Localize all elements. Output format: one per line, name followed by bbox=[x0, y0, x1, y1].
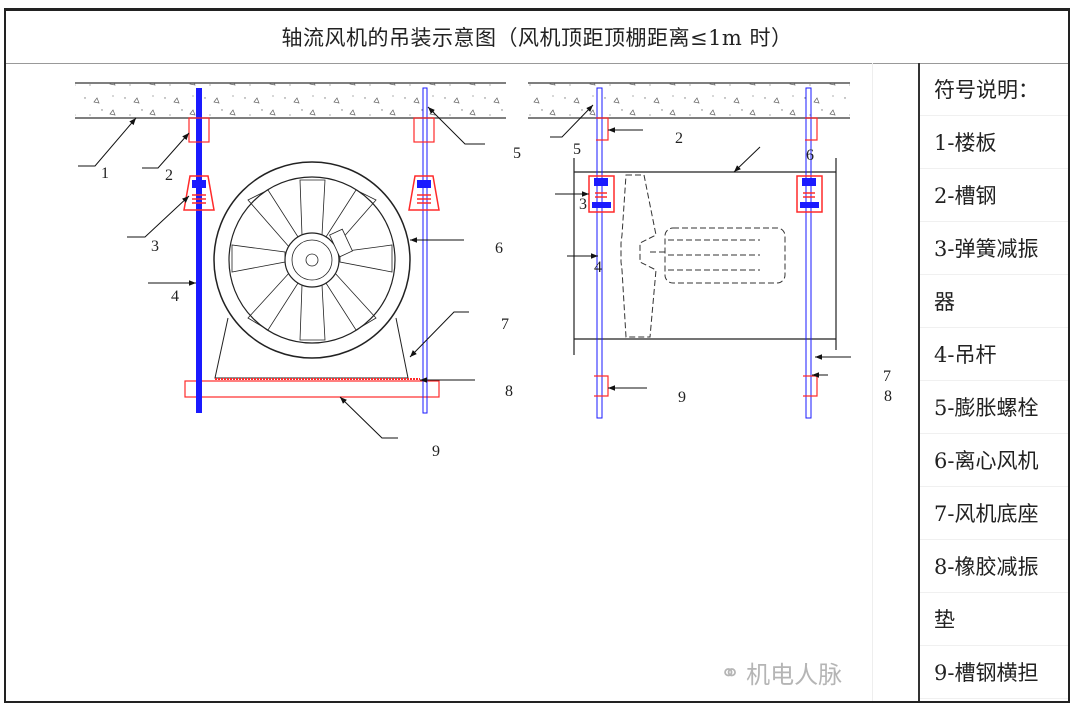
spring-isolators-side bbox=[588, 175, 823, 213]
column-divider bbox=[872, 63, 873, 701]
legend-item: 垫 bbox=[920, 593, 1068, 646]
callout-8: 8 bbox=[505, 383, 513, 400]
hanger-rods bbox=[196, 87, 428, 414]
wechat-icon: ⚭ bbox=[720, 658, 741, 687]
legend-item: 1-楼板 bbox=[920, 116, 1068, 169]
callout-numbers-side: 5 2 6 3 4 9 7 8 bbox=[573, 130, 892, 406]
hanger-rods-side bbox=[596, 87, 812, 419]
callout-2: 2 bbox=[675, 130, 683, 147]
callout-4: 4 bbox=[171, 288, 179, 305]
legend-item: 5-膨胀螺栓 bbox=[920, 381, 1068, 434]
callout-9: 9 bbox=[432, 443, 440, 460]
watermark-text: 机电人脉 bbox=[746, 661, 843, 689]
callout-3: 3 bbox=[151, 238, 159, 255]
legend-item: 4-吊杆 bbox=[920, 328, 1068, 381]
impeller-motor-dashed bbox=[620, 174, 786, 338]
callout-5: 5 bbox=[573, 141, 581, 158]
callout-2: 2 bbox=[165, 167, 173, 184]
drawing-frame: 轴流风机的吊装示意图（风机顶距顶棚距离≤1m 时） 符号说明： 1-楼板 2-槽… bbox=[4, 8, 1070, 703]
legend-item: 9-槽钢横担 bbox=[920, 646, 1068, 699]
callout-8: 8 bbox=[884, 388, 892, 405]
channel-brackets bbox=[188, 117, 435, 143]
legend-item: 器 bbox=[920, 275, 1068, 328]
drawing-title: 轴流风机的吊装示意图（风机顶距顶棚距离≤1m 时） bbox=[6, 11, 1068, 64]
callout-6: 6 bbox=[806, 147, 814, 164]
channel-crossbar bbox=[184, 380, 440, 398]
front-view: 1 2 3 4 5 6 7 8 9 bbox=[75, 82, 521, 460]
floor-slab-side bbox=[528, 82, 850, 119]
channel-brackets-side bbox=[594, 117, 818, 397]
legend-item: 2-槽钢 bbox=[920, 169, 1068, 222]
callout-numbers: 1 2 3 4 5 6 7 8 9 bbox=[101, 145, 521, 460]
legend-item: 8-橡胶减振 bbox=[920, 540, 1068, 593]
legend-heading: 符号说明： bbox=[920, 63, 1068, 116]
callout-6: 6 bbox=[495, 240, 503, 257]
leader-lines bbox=[78, 106, 485, 439]
legend-item: 7-风机底座 bbox=[920, 487, 1068, 540]
floor-slab bbox=[75, 82, 506, 119]
callout-7: 7 bbox=[883, 368, 891, 385]
callout-4: 4 bbox=[594, 259, 602, 276]
leader-lines-side bbox=[550, 104, 851, 391]
callout-9: 9 bbox=[678, 389, 686, 406]
fan-unit bbox=[213, 161, 411, 379]
side-view: 5 2 6 3 4 9 7 8 bbox=[528, 82, 892, 419]
callout-3: 3 bbox=[579, 196, 587, 213]
legend-item: 3-弹簧减振 bbox=[920, 222, 1068, 275]
symbol-legend: 符号说明： 1-楼板 2-槽钢 3-弹簧减振 器 4-吊杆 5-膨胀螺栓 6-离… bbox=[918, 63, 1068, 701]
watermark: ⚭ 机电人脉 bbox=[720, 655, 842, 690]
callout-1: 1 bbox=[101, 165, 109, 182]
legend-item: 6-离心风机 bbox=[920, 434, 1068, 487]
callout-7: 7 bbox=[501, 316, 509, 333]
callout-5: 5 bbox=[513, 145, 521, 162]
